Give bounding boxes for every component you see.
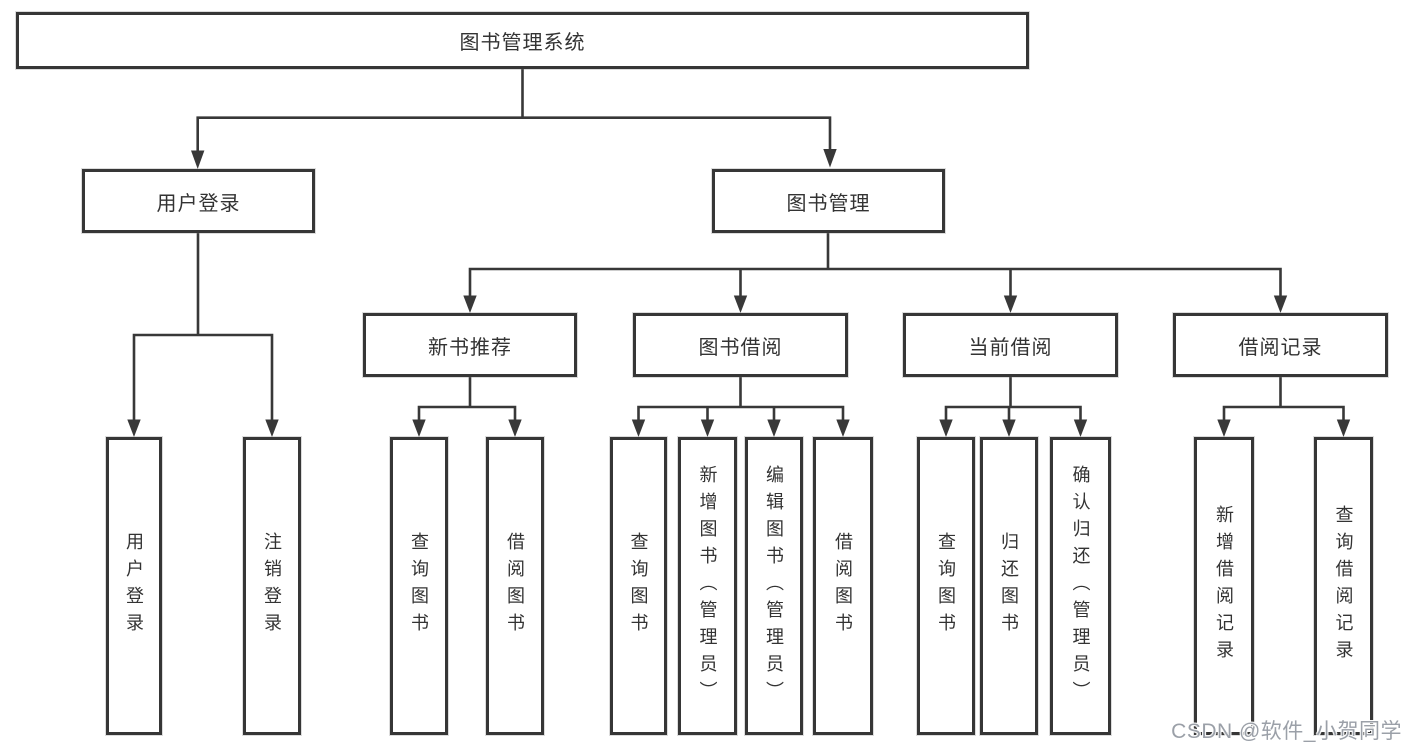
node-book-management: 图书管理: [712, 169, 945, 233]
leaf-query-borrow-record: 查询借阅记录: [1314, 437, 1373, 735]
leaf-add-borrow-record: 新增借阅记录: [1194, 437, 1254, 735]
arrow-icon: [463, 295, 477, 313]
leaf-confirm-return-admin: 确认归还（管理员）: [1050, 437, 1111, 735]
node-label: 图书管理: [786, 192, 871, 215]
node-label: 归还图书: [999, 532, 1019, 640]
arrow-icon: [191, 150, 205, 169]
node-label: 编辑图书（管理员）: [764, 464, 784, 708]
node-label: 图书管理系统: [459, 32, 586, 54]
arrow-icon: [823, 149, 837, 168]
arrow-icon: [1003, 295, 1018, 313]
node-label: 确认归还（管理员）: [1070, 464, 1091, 708]
node-label: 查询图书: [936, 532, 956, 640]
arrow-icon: [1002, 419, 1016, 437]
arrow-icon: [1336, 419, 1351, 437]
arrow-icon: [265, 419, 279, 437]
leaf-current-query-books: 查询图书: [917, 437, 975, 735]
arrow-icon: [1217, 419, 1231, 437]
node-root: 图书管理系统: [16, 12, 1029, 69]
edge-userlogin-to-leaves: [132, 233, 274, 421]
edge-records-to-leaves: [1222, 377, 1345, 421]
node-label: 图书借阅: [698, 336, 783, 359]
node-label: 当前借阅: [968, 336, 1053, 359]
node-label: 注销登录: [262, 532, 282, 640]
node-user-login: 用户登录: [82, 169, 315, 233]
edge-bookmgmt-to-level3: [468, 233, 1282, 297]
arrow-icon: [1273, 295, 1288, 313]
arrow-icon: [1073, 419, 1088, 437]
node-current-borrowing: 当前借阅: [903, 313, 1118, 377]
leaf-return-books: 归还图书: [980, 437, 1038, 735]
edge-bookborrow-to-leaves: [637, 377, 845, 421]
node-new-book-recommendation: 新书推荐: [363, 313, 577, 377]
node-label: 新书推荐: [428, 336, 512, 359]
arrow-icon: [508, 419, 522, 437]
arrow-icon: [127, 419, 141, 437]
leaf-recommend-query-books: 查询图书: [390, 437, 448, 735]
leaf-borrowing-query-books: 查询图书: [610, 437, 667, 735]
arrow-icon: [700, 419, 715, 437]
leaf-logout: 注销登录: [243, 437, 301, 735]
node-label: 用户登录: [156, 192, 241, 215]
arrow-icon: [631, 419, 646, 437]
node-label: 查询图书: [409, 532, 429, 640]
node-borrowing-records: 借阅记录: [1173, 313, 1388, 377]
node-book-borrowing: 图书借阅: [633, 313, 848, 377]
arrowheads: [127, 149, 1351, 437]
node-label: 新增借阅记录: [1214, 505, 1234, 667]
node-label: 借阅图书: [505, 532, 525, 640]
node-label: 用户登录: [124, 532, 144, 640]
watermark: CSDN @软件_小贺同学: [1171, 720, 1402, 743]
node-label: 新增图书（管理员）: [697, 464, 718, 708]
edge-currentborrow-to-leaves: [944, 377, 1082, 421]
node-label: 借阅记录: [1238, 336, 1323, 359]
node-label: 借阅图书: [833, 532, 853, 640]
edge-root-to-level2: [196, 69, 832, 152]
node-label: 查询借阅记录: [1333, 505, 1354, 667]
leaf-recommend-borrow-books: 借阅图书: [486, 437, 544, 735]
arrow-icon: [939, 419, 953, 437]
leaf-user-login: 用户登录: [106, 437, 162, 735]
leaf-edit-books-admin: 编辑图书（管理员）: [745, 437, 803, 735]
leaf-add-books-admin: 新增图书（管理员）: [678, 437, 737, 735]
leaf-borrowing-borrow-books: 借阅图书: [813, 437, 873, 735]
arrow-icon: [412, 419, 426, 437]
arrow-icon: [733, 295, 748, 313]
edge-recommend-to-leaves: [417, 377, 517, 421]
arrow-icon: [836, 419, 850, 437]
node-label: 查询图书: [628, 532, 649, 640]
arrow-icon: [767, 419, 781, 437]
